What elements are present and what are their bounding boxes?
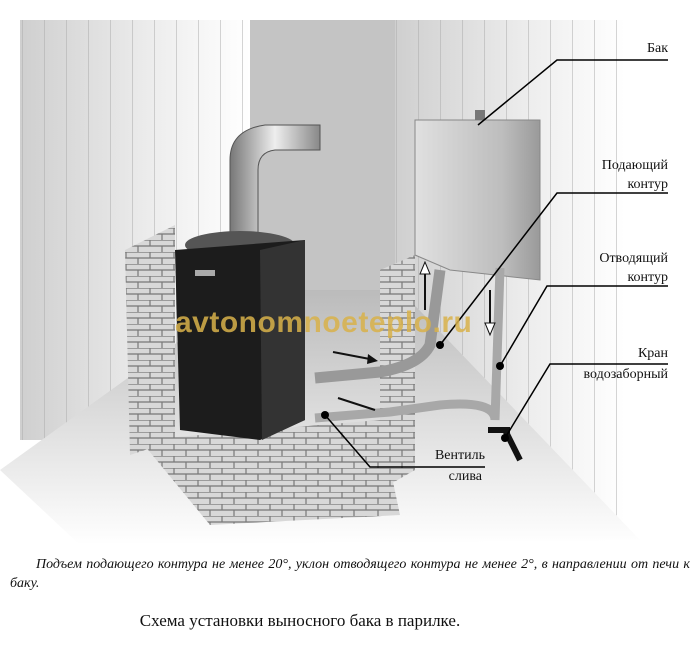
- label-line: контур: [627, 270, 668, 285]
- label-drain-valve: Вентиль слива: [435, 447, 485, 485]
- supply-pipe: [314, 269, 446, 384]
- label-line: Отводящий: [599, 251, 668, 266]
- label-tank: Бак: [647, 40, 668, 57]
- water-tank: [414, 119, 541, 281]
- watermark: avtonomnoeteplo.ru: [175, 306, 473, 339]
- chimney: [229, 124, 321, 241]
- label-line: контур: [627, 177, 668, 192]
- brick-screen-left: [125, 225, 175, 455]
- label-line: Вентиль: [434, 448, 485, 463]
- brick-base: [140, 420, 400, 525]
- label-line: Кран: [637, 346, 668, 361]
- installation-note: Подъем подающего контура не менее 20°, у…: [10, 557, 690, 591]
- label-water-tap: Кран водозаборный: [584, 345, 669, 383]
- label-line: Подающий: [601, 158, 668, 173]
- label-supply-circuit: Подающий контур: [602, 157, 668, 193]
- return-pipe: [314, 267, 505, 423]
- label-return-circuit: Отводящий контур: [599, 250, 668, 286]
- leader-lines: [324, 59, 668, 468]
- label-line: водозаборный: [583, 367, 669, 382]
- label-line: слива: [448, 469, 482, 484]
- label-tank-text: Бак: [646, 41, 668, 56]
- diagram-caption: Схема установки выносного бака в парилке…: [139, 611, 461, 630]
